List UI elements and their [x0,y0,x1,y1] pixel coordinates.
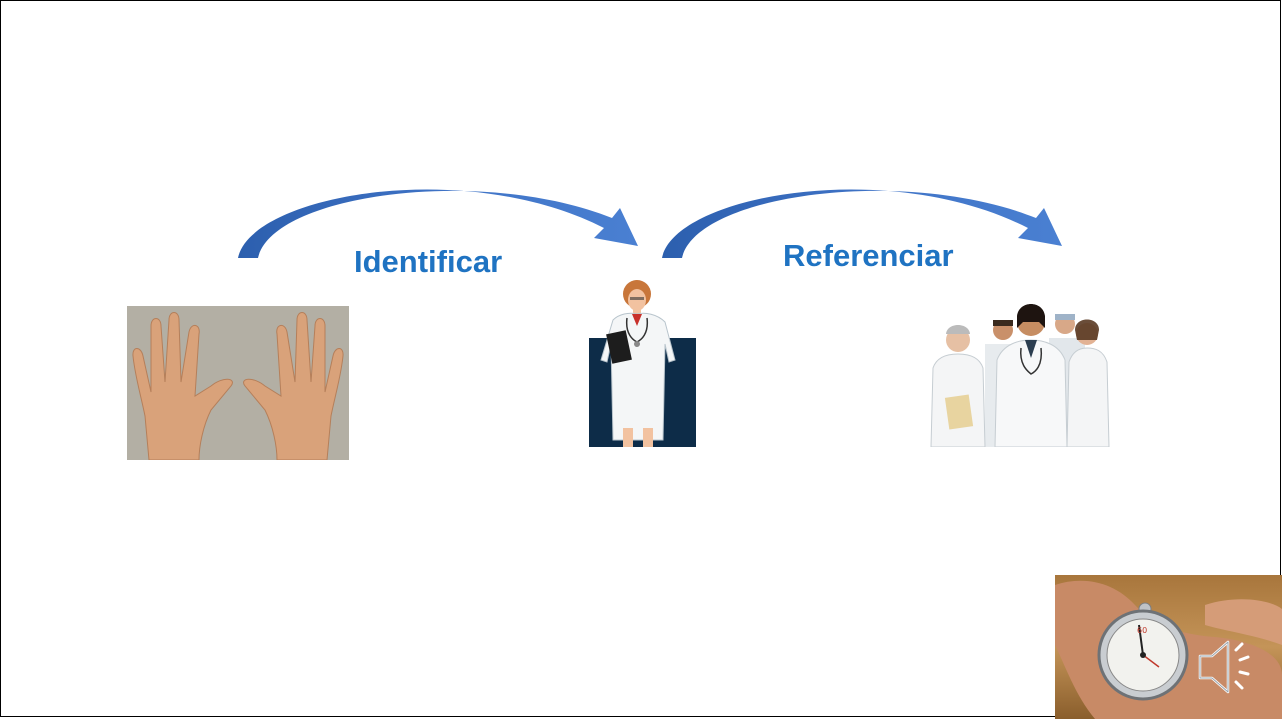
speaker-icon[interactable] [1196,636,1262,698]
doctor-illustration [589,280,696,447]
medical-team-photo [925,300,1119,447]
svg-text:60: 60 [1137,626,1147,635]
hands-photo [127,306,349,460]
step-label-identificar: Identificar [354,244,503,279]
step-label-referenciar: Referenciar [783,238,954,273]
stopwatch-photo: 60 [1055,575,1282,719]
